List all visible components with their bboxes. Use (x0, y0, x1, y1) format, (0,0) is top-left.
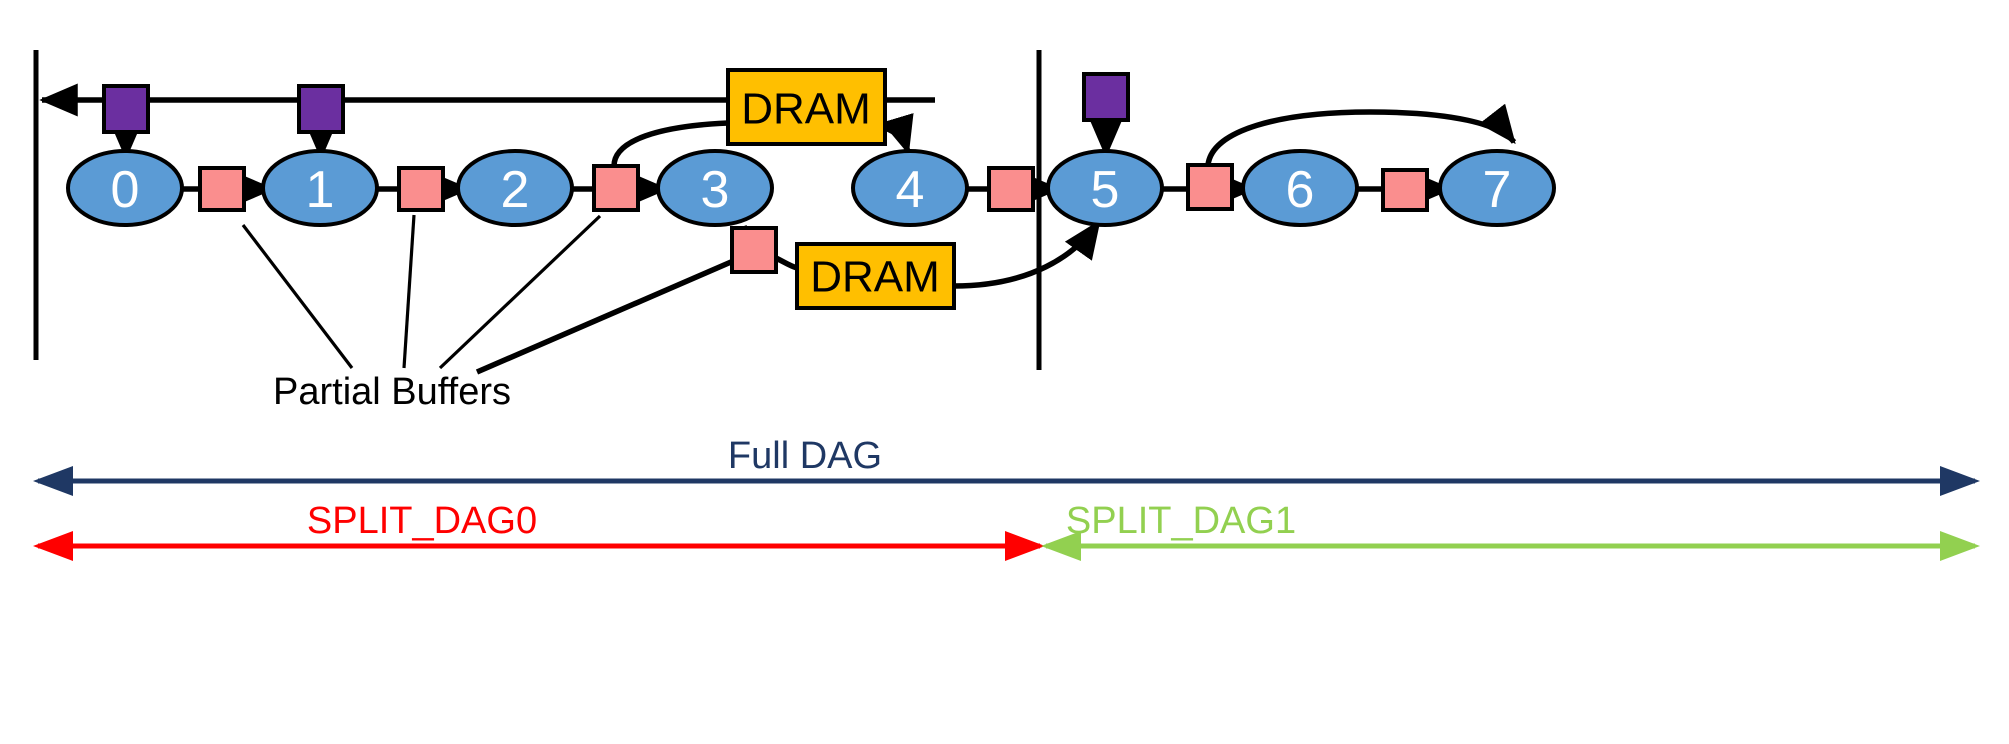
dram-bottom-label: DRAM (810, 253, 940, 302)
node-4-label: 4 (896, 161, 925, 219)
leader-line-buffer-3-dram (475, 259, 733, 375)
split-dag1-span-label: SPLIT_DAG1 (1066, 500, 1296, 542)
node-6-label: 6 (1286, 161, 1315, 219)
edge-dram-bottom-to-node-5 (953, 219, 1102, 289)
leader-line-buffer-0-1 (241, 224, 354, 369)
partial-buffer-1-2[interactable] (397, 166, 445, 212)
leader-line-buffer-1-2 (402, 214, 416, 369)
partial-buffer-4-5[interactable] (987, 166, 1035, 212)
node-1-label: 1 (306, 161, 335, 219)
weight-block-1[interactable] (297, 84, 345, 134)
partial-buffer-3-dram[interactable] (730, 226, 778, 274)
partial-buffer-0-1[interactable] (198, 166, 246, 212)
partial-buffer-2-3[interactable] (592, 164, 640, 212)
edge-partialbuffer-to-dram-bottom (774, 255, 798, 271)
edge-skip-5-to-7 (1205, 103, 1517, 166)
edge-dram-top-to-node-4 (881, 113, 914, 155)
partial-buffers-caption: Partial Buffers (273, 371, 511, 413)
node-1[interactable]: 1 (261, 149, 379, 227)
node-2-shape (456, 149, 574, 227)
leader-line-buffer-2-3 (438, 214, 602, 370)
node-6[interactable]: 6 (1241, 149, 1359, 227)
node-2-label: 2 (501, 161, 530, 219)
node-5[interactable]: 5 (1046, 149, 1164, 227)
partial-buffer-6-7[interactable] (1381, 168, 1429, 212)
node-2[interactable]: 2 (456, 149, 574, 227)
node-6-shape (1241, 149, 1359, 227)
full-dag-span-label: Full DAG (728, 435, 882, 477)
partial-buffer-5-6[interactable] (1186, 163, 1234, 211)
node-0-label: 0 (111, 161, 140, 219)
node-3-shape (656, 149, 774, 227)
node-1-shape (261, 149, 379, 227)
edge-partialbuffer-to-dram-top (611, 120, 729, 167)
node-4[interactable]: 4 (851, 149, 969, 227)
node-7[interactable]: 7 (1438, 149, 1556, 227)
node-3-label: 3 (701, 161, 730, 219)
node-5-shape (1046, 149, 1164, 227)
node-0[interactable]: 0 (66, 149, 184, 227)
weight-block-0[interactable] (102, 84, 150, 134)
node-7-label: 7 (1483, 161, 1512, 219)
weight-block-5[interactable] (1082, 72, 1130, 122)
node-3[interactable]: 3 (656, 149, 774, 227)
dram-bottom[interactable]: DRAM (795, 242, 956, 310)
node-4-shape (851, 149, 969, 227)
node-5-label: 5 (1091, 161, 1120, 219)
dram-bottom-shape (795, 242, 956, 310)
node-0-shape (66, 149, 184, 227)
dram-top[interactable]: DRAM (726, 68, 887, 146)
split-dag0-span-label: SPLIT_DAG0 (307, 500, 537, 542)
dram-top-shape (726, 68, 887, 146)
node-7-shape (1438, 149, 1556, 227)
dram-top-label: DRAM (741, 85, 871, 134)
